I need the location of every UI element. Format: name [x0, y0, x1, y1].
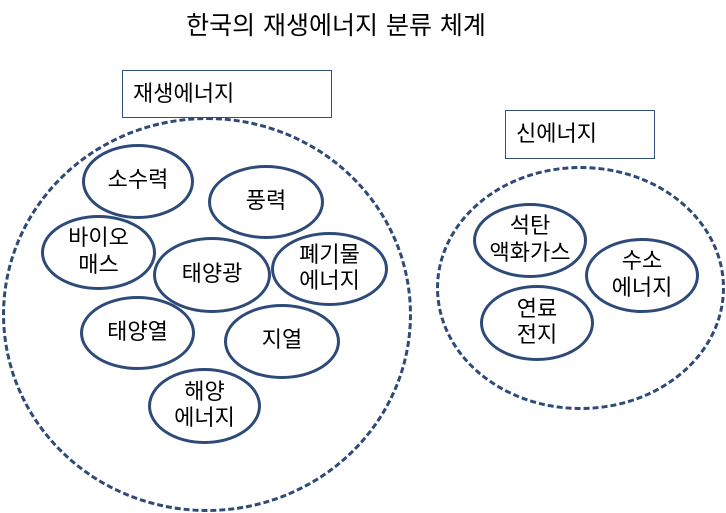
bubble-bio-mass: 바이오 매스: [41, 215, 156, 290]
bubble-text: 에너지: [611, 275, 673, 301]
renewable-energy-ring: [2, 117, 412, 512]
bubble-text: 바이오: [68, 226, 129, 252]
bubble-coal-liquefaction: 석탄 액화가스: [473, 203, 587, 278]
bubble-text: 연료: [516, 296, 558, 322]
bubble-hydrogen-energy: 수소 에너지: [585, 238, 699, 313]
bubble-text: 지열: [261, 328, 303, 354]
new-energy-label-box: 신에너지: [505, 110, 655, 159]
new-energy-label: 신에너지: [516, 122, 597, 147]
bubble-text: 전지: [516, 323, 558, 348]
bubble-text: 수소: [621, 249, 663, 275]
bubble-text: 에너지: [174, 406, 235, 431]
bubble-text: 폐기물: [299, 242, 360, 268]
bubble-fuel-cell: 연료 전지: [480, 285, 594, 361]
new-energy-ring: [436, 166, 725, 410]
bubble-text: 태양광: [181, 261, 243, 287]
bubble-text: 태양열: [107, 319, 168, 345]
bubble-text: 석탄: [509, 214, 551, 240]
bubble-text: 에너지: [299, 269, 360, 294]
renewable-energy-label-box: 재생에너지: [122, 70, 332, 118]
bubble-text: 매스: [78, 252, 119, 278]
bubble-text: 풍력: [245, 188, 287, 214]
bubble-taeyanggwang: 태양광: [153, 237, 271, 313]
bubble-text: 액화가스: [489, 240, 571, 266]
diagram-title: 한국의 재생에너지 분류 체계: [186, 11, 486, 40]
bubble-pungnyeok: 풍력: [208, 165, 324, 239]
bubble-ocean-energy: 해양 에너지: [148, 368, 261, 444]
bubble-sosuryeok: 소수력: [82, 144, 194, 219]
bubble-jiyeol: 지열: [224, 304, 340, 379]
renewable-energy-label: 재생에너지: [133, 82, 235, 107]
bubble-taeyangyeol: 태양열: [80, 296, 195, 370]
bubble-text: 소수력: [107, 168, 169, 194]
bubble-text: 해양: [184, 379, 225, 405]
bubble-waste-energy: 폐기물 에너지: [271, 232, 388, 306]
